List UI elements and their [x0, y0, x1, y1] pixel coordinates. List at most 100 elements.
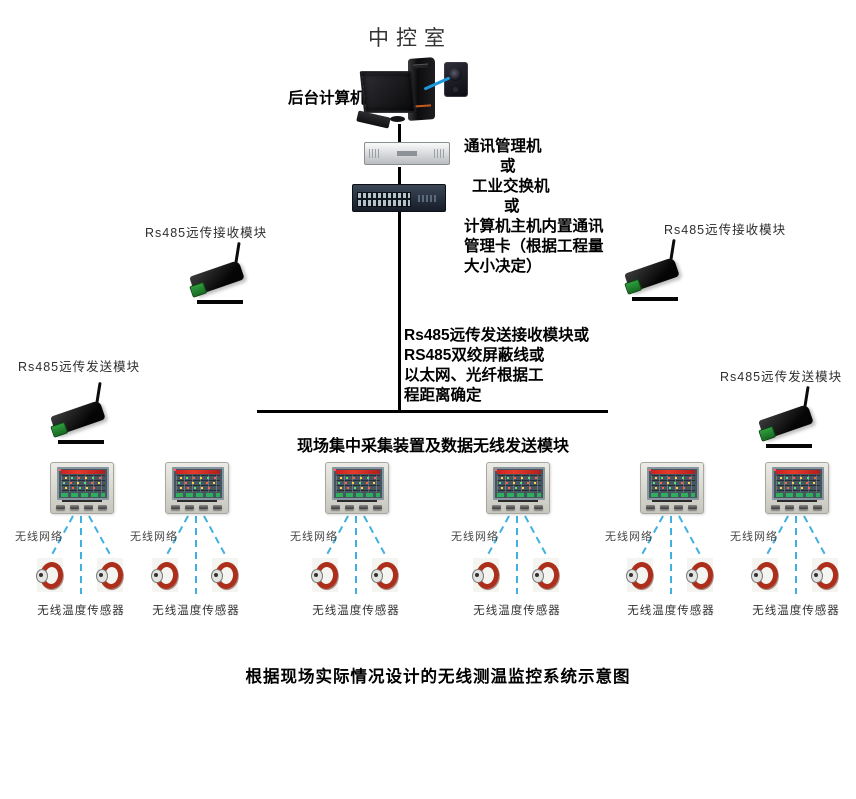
speaker-dot-icon — [453, 87, 458, 92]
monitor-icon — [359, 71, 417, 113]
panel-screen-icon — [493, 467, 545, 500]
module-body-icon — [624, 257, 680, 295]
field-group-6: 无线网络 无线温度传感器 — [730, 462, 856, 622]
terminal-block-icon — [624, 278, 643, 295]
comm-equipment-text: 通讯管理机 或 工业交换机 或 计算机主机内置通讯 管理卡（根据工程量 大小决定… — [464, 137, 664, 277]
panel-screen-icon — [172, 467, 224, 500]
field-caption: 现场集中采集装置及数据无线发送模块 — [296, 438, 569, 455]
rs485-sender-left-label: Rs485远传发送模块 — [18, 360, 141, 374]
wireless-network-label: 无线网络 — [15, 531, 63, 543]
temperature-sensor-icon — [532, 558, 561, 592]
module-base-line — [58, 440, 104, 444]
monitor-stand-icon — [390, 116, 405, 122]
page-title: 中控室 — [368, 27, 452, 50]
vertical-connector-2 — [398, 167, 401, 184]
industrial-switch-icon — [352, 184, 446, 212]
module-base-line — [766, 444, 812, 448]
temperature-sensor-icon — [311, 558, 340, 592]
comm-line: 工业交换机 — [472, 178, 550, 195]
wireless-dash-lines — [638, 515, 704, 594]
temperature-sensor-label: 无线温度传感器 — [152, 605, 240, 617]
comm-line: 大小决定） — [464, 258, 542, 275]
desktop-computer-icon — [356, 57, 450, 130]
temperature-sensor-icon — [371, 558, 400, 592]
wireless-network-label: 无线网络 — [290, 531, 338, 543]
collector-panel-icon — [486, 462, 550, 514]
panel-screen-icon — [57, 467, 109, 500]
drive-bay-icon — [413, 63, 428, 69]
bus-line-text: RS485双绞屏蔽线或 — [404, 347, 545, 364]
vertical-connector-1 — [398, 124, 401, 144]
panel-screen-icon — [647, 467, 699, 500]
temperature-sensor-label: 无线温度传感器 — [312, 605, 400, 617]
rs485-wireless-module-icon — [620, 237, 700, 307]
bus-description-text: Rs485远传发送接收模块或 RS485双绞屏蔽线或 以太网、光纤根据工 程距离… — [404, 326, 624, 406]
module-body-icon — [189, 260, 245, 298]
rs485-receiver-left: Rs485远传接收模块 — [140, 218, 310, 348]
wireless-dash-lines — [48, 515, 114, 594]
wireless-dash-lines — [163, 515, 229, 594]
backend-computer-label: 后台计算机 — [288, 90, 366, 107]
rs485-wireless-module-icon — [46, 380, 126, 450]
temperature-sensor-icon — [211, 558, 240, 592]
comm-manager-server-icon — [364, 142, 450, 165]
wireless-dash-lines — [484, 515, 550, 594]
vertical-connector-3 — [398, 209, 401, 412]
bus-line-text: 以太网、光纤根据工 — [404, 367, 544, 384]
terminal-block-icon — [50, 421, 69, 438]
temperature-sensor-icon — [472, 558, 501, 592]
temperature-sensor-label: 无线温度传感器 — [627, 605, 715, 617]
module-body-icon — [50, 400, 106, 438]
temperature-sensor-icon — [626, 558, 655, 592]
server-vent-icon — [369, 149, 380, 158]
wireless-dash-lines — [763, 515, 829, 594]
rs485-wireless-module-icon — [185, 240, 265, 310]
server-badge-icon — [397, 151, 417, 156]
temperature-sensor-label: 无线温度传感器 — [473, 605, 561, 617]
comm-line: 通讯管理机 — [464, 138, 542, 155]
temperature-sensor-icon — [686, 558, 715, 592]
temperature-sensor-icon — [811, 558, 840, 592]
comm-line: 管理卡（根据工程量 — [464, 238, 604, 255]
rs485-sender-left: Rs485远传发送模块 — [12, 352, 182, 482]
field-group-2: 无线网络 无线温度传感器 — [130, 462, 256, 622]
temperature-sensor-icon — [96, 558, 125, 592]
bus-line-text: Rs485远传发送接收模块或 — [404, 327, 590, 344]
panel-screen-icon — [332, 467, 384, 500]
switch-leds-icon — [418, 195, 438, 202]
temperature-sensor-icon — [151, 558, 180, 592]
temperature-sensor-label: 无线温度传感器 — [752, 605, 840, 617]
rs485-receiver-left-label: Rs485远传接收模块 — [145, 226, 268, 240]
terminal-block-icon — [189, 281, 208, 298]
comm-line: 计算机主机内置通讯 — [464, 218, 604, 235]
module-body-icon — [758, 404, 814, 442]
field-group-4: 无线网络 无线温度传感器 — [451, 462, 577, 622]
rs485-sender-right: Rs485远传发送模块 — [712, 362, 852, 492]
field-group-3: 无线网络 无线温度传感器 — [290, 462, 416, 622]
temperature-sensor-label: 无线温度传感器 — [37, 605, 125, 617]
temperature-sensor-icon — [751, 558, 780, 592]
wireless-network-label: 无线网络 — [130, 531, 178, 543]
module-base-line — [632, 297, 678, 301]
panel-screen-icon — [772, 467, 824, 500]
bottom-caption: 根据现场实际情况设计的无线测温监控系统示意图 — [245, 668, 631, 686]
keyboard-icon — [356, 110, 391, 129]
wireless-dash-lines — [323, 515, 389, 594]
wireless-network-label: 无线网络 — [730, 531, 778, 543]
collector-panel-icon — [640, 462, 704, 514]
rs485-receiver-right-label: Rs485远传接收模块 — [664, 223, 787, 237]
bus-line — [257, 410, 608, 413]
bus-line-text: 程距离确定 — [404, 387, 482, 404]
collector-panel-icon — [165, 462, 229, 514]
collector-panel-icon — [765, 462, 829, 514]
switch-ports-icon — [357, 192, 411, 207]
server-vent-icon — [434, 149, 445, 158]
rs485-sender-right-label: Rs485远传发送模块 — [720, 370, 843, 384]
temperature-sensor-icon — [36, 558, 65, 592]
field-group-1: 无线网络 无线温度传感器 — [15, 462, 141, 622]
comm-line: 或 — [500, 158, 516, 175]
comm-line: 或 — [504, 198, 520, 215]
collector-panel-icon — [325, 462, 389, 514]
wireless-network-label: 无线网络 — [605, 531, 653, 543]
